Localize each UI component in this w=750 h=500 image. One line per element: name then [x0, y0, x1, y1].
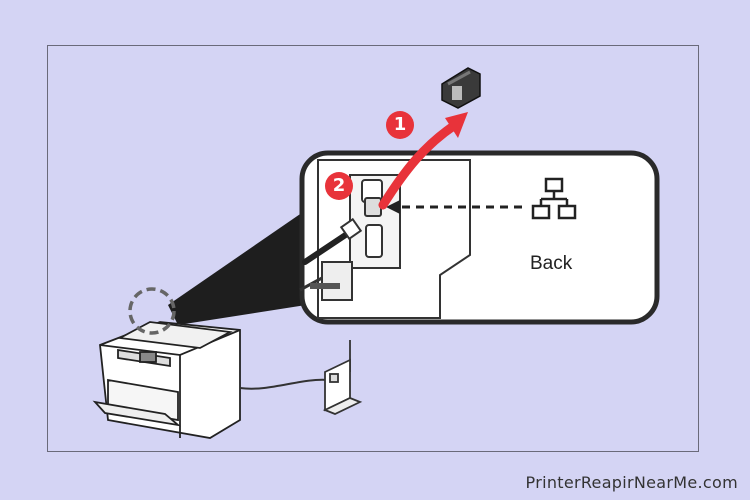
cap-icon	[441, 67, 481, 109]
zoom-target-circle	[128, 287, 176, 335]
lan-network-icon	[531, 177, 577, 220]
lan-cable	[302, 229, 353, 265]
port-pointer-head	[386, 200, 400, 214]
step-1-badge: 1	[386, 111, 414, 139]
lan-plug	[339, 217, 363, 241]
step-2-badge: 2	[325, 172, 353, 200]
printer-router-cable	[239, 378, 329, 390]
watermark: PrinterReapirNearMe.com	[525, 473, 738, 492]
remove-cap-arrow	[378, 120, 460, 210]
wireless-router-icon	[322, 340, 363, 415]
printer-icon	[92, 321, 241, 439]
remove-cap-arrow-head	[445, 112, 468, 138]
zoom-beam	[168, 210, 306, 325]
printer-back-closeup	[299, 159, 471, 319]
back-label: Back	[530, 253, 573, 274]
diagram-frame	[47, 45, 699, 452]
